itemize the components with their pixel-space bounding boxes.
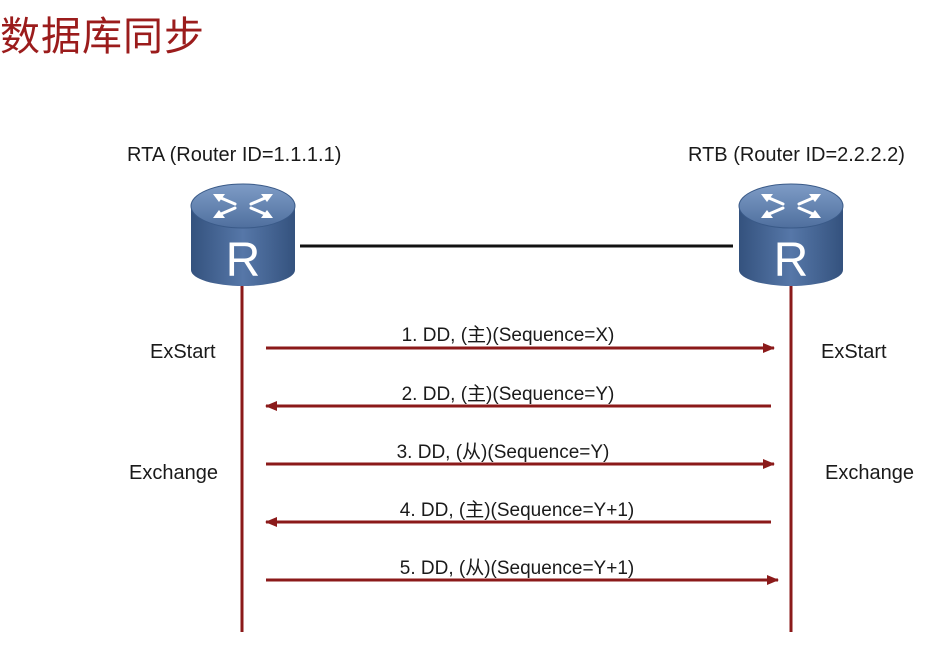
page-title: 数据库同步 (0, 14, 205, 60)
router-a-icon: R (190, 183, 296, 287)
router-a-state-exchange: Exchange (129, 462, 218, 484)
message-label-2: 2. DD, (主)(Sequence=Y) (401, 384, 615, 405)
router-b-state-exchange: Exchange (825, 462, 914, 484)
router-b-state-exstart: ExStart (821, 341, 887, 363)
router-a-letter: R (226, 234, 261, 287)
router-b-letter: R (774, 234, 809, 287)
router-b-icon: R (738, 183, 844, 287)
message-label-4: 4. DD, (主)(Sequence=Y+1) (399, 500, 635, 521)
router-b-label: RTB (Router ID=2.2.2.2) (688, 144, 905, 166)
message-label-1: 1. DD, (主)(Sequence=X) (401, 325, 615, 346)
router-a-label: RTA (Router ID=1.1.1.1) (127, 144, 342, 166)
router-a-state-exstart: ExStart (150, 341, 216, 363)
message-label-5: 5. DD, (从)(Sequence=Y+1) (399, 558, 635, 579)
message-label-3: 3. DD, (从)(Sequence=Y) (396, 442, 610, 463)
